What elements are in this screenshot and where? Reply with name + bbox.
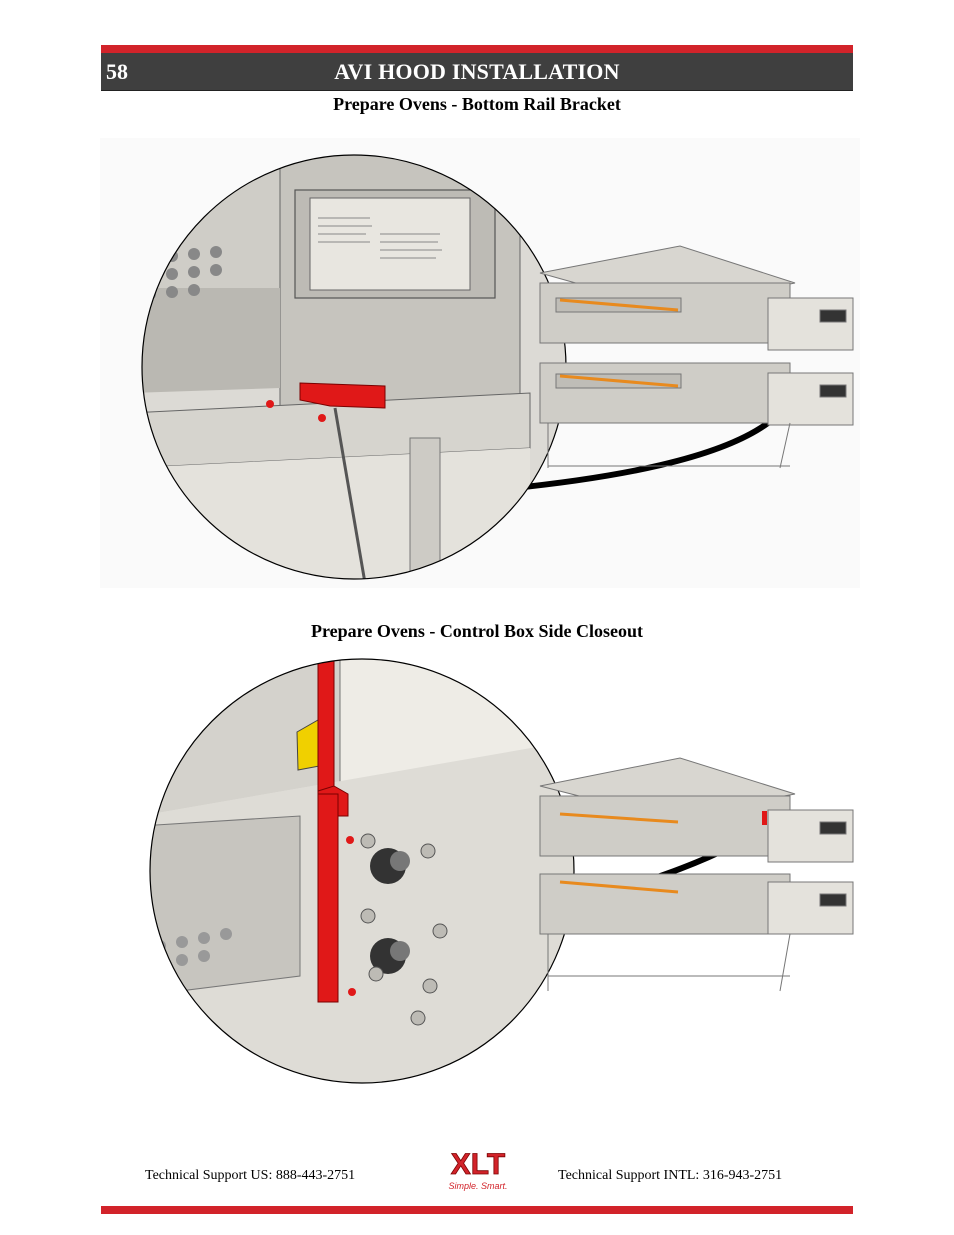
page-title: AVI HOOD INSTALLATION (334, 59, 620, 84)
oven-stack-2 (539, 757, 854, 992)
logo-tagline: Simple. Smart. (448, 1181, 507, 1191)
support-us-phone: Technical Support US: 888-443-2751 (145, 1168, 356, 1183)
top-red-rule (101, 45, 853, 53)
control-box-side-closeout-illustration (149, 658, 854, 1084)
bottom-rail-bracket-illustration (100, 138, 860, 588)
support-intl-phone: Technical Support INTL: 316-943-2751 (558, 1168, 783, 1183)
figure-1-caption: Prepare Ovens - Bottom Rail Bracket (333, 94, 621, 114)
page-header: 58 AVI HOOD INSTALLATION (101, 53, 853, 91)
bottom-red-rule (101, 1206, 853, 1214)
xlt-logo: XLT Simple. Smart. (448, 1148, 507, 1191)
figure-2-caption: Prepare Ovens - Control Box Side Closeou… (311, 621, 643, 641)
oven-stack-1 (539, 245, 854, 469)
logo-text: XLT (451, 1148, 505, 1181)
page-number: 58 (106, 59, 128, 84)
